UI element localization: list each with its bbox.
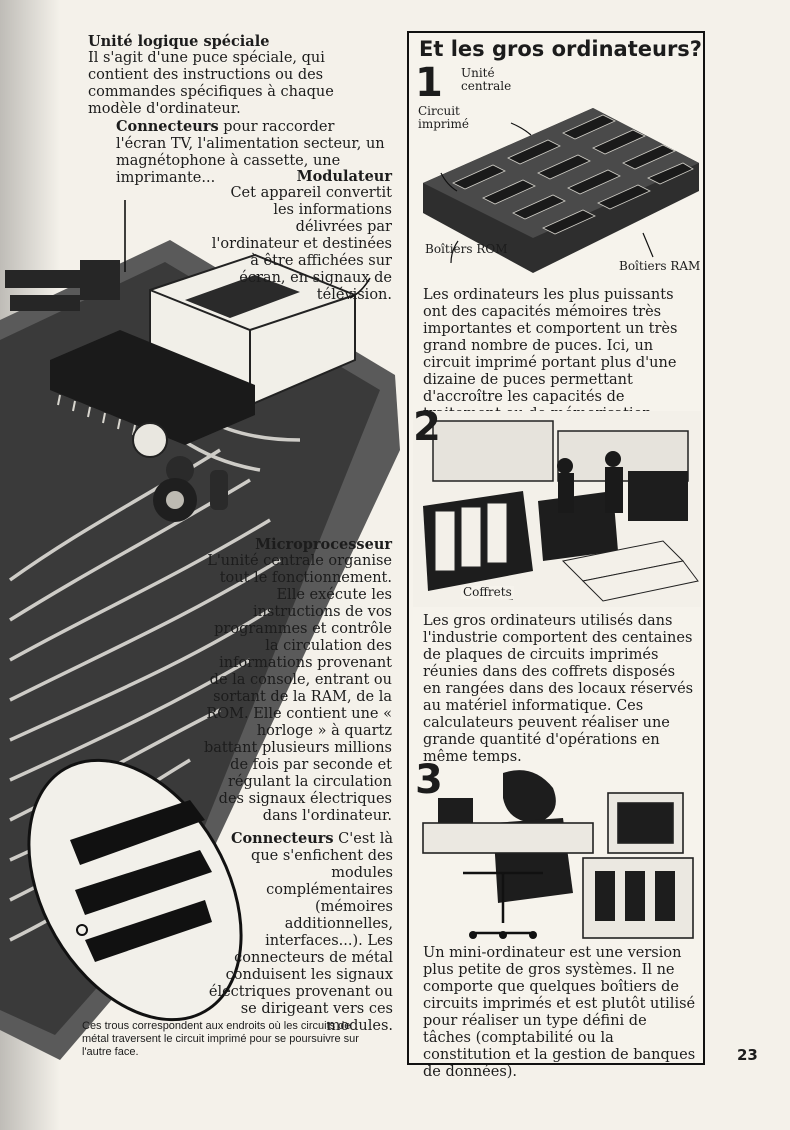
circuit-board-illustration: [0, 200, 400, 1060]
connecteurs-block-1: Connecteurs pour raccorder l'écran TV, l…: [116, 118, 386, 187]
connecteurs-2-body: C'est là que s'enfichent des modules com…: [208, 831, 393, 1034]
section-2-text: Les gros ordinateurs utilisés dans l'ind…: [423, 613, 694, 765]
modulateur-heading: Modulateur: [296, 168, 392, 185]
microprocesseur-body: L'unité centrale organise tout le foncti…: [203, 553, 392, 824]
modulateur-block: Modulateur Cet appareil convertit les in…: [210, 168, 392, 304]
section-2-number: 2: [413, 404, 441, 450]
unite-logique-heading: Unité logique spéciale: [88, 33, 270, 50]
label-boitiers-rom: Boîtiers ROM: [425, 242, 508, 256]
unite-logique-body: Il s'agit d'une puce spéciale, qui conti…: [88, 50, 334, 117]
computer-room-illustration: [413, 411, 701, 607]
section-3-text: Un mini-ordinateur est une version plus …: [423, 945, 696, 1080]
page-number: 23: [737, 1046, 758, 1064]
connecteurs-2-heading: Connecteurs: [230, 830, 334, 847]
label-coffrets: Coffrets: [461, 585, 514, 599]
section-1-text: Les ordinateurs les plus puissants ont d…: [423, 287, 678, 422]
section-1-number: 1: [415, 60, 443, 106]
label-unite-centrale: Unité centrale: [461, 66, 512, 93]
circuit-board-ram-rom-illustration: [423, 108, 699, 273]
modulateur-body: Cet appareil convertit les informations …: [211, 185, 392, 303]
section-3-number: 3: [415, 757, 443, 803]
mini-ordinateur-illustration: [413, 763, 701, 943]
connecteurs-1-body: pour raccorder l'écran TV, l'alimentatio…: [116, 119, 385, 186]
connecteurs-block-2: Connecteurs C'est là que s'enfichent des…: [208, 830, 393, 1035]
gros-ordinateurs-box: Et les gros ordinateurs? 1 Unité central…: [407, 31, 705, 1080]
microprocesseur-heading: Microprocesseur: [255, 536, 392, 553]
label-boitiers-ram: Boîtiers RAM: [619, 259, 701, 273]
microprocesseur-block: Microprocesseur L'unité centrale organis…: [200, 536, 392, 825]
unite-logique-speciale-block: Unité logique spéciale Il s'agit d'une p…: [88, 33, 388, 118]
trous-caption: Ces trous correspondent aux endroits où …: [82, 1020, 359, 1058]
connecteurs-1-heading: Connecteurs: [116, 118, 219, 135]
label-circuit-imprime: Circuit imprimé: [418, 104, 469, 131]
box-title: Et les gros ordinateurs?: [419, 37, 702, 61]
